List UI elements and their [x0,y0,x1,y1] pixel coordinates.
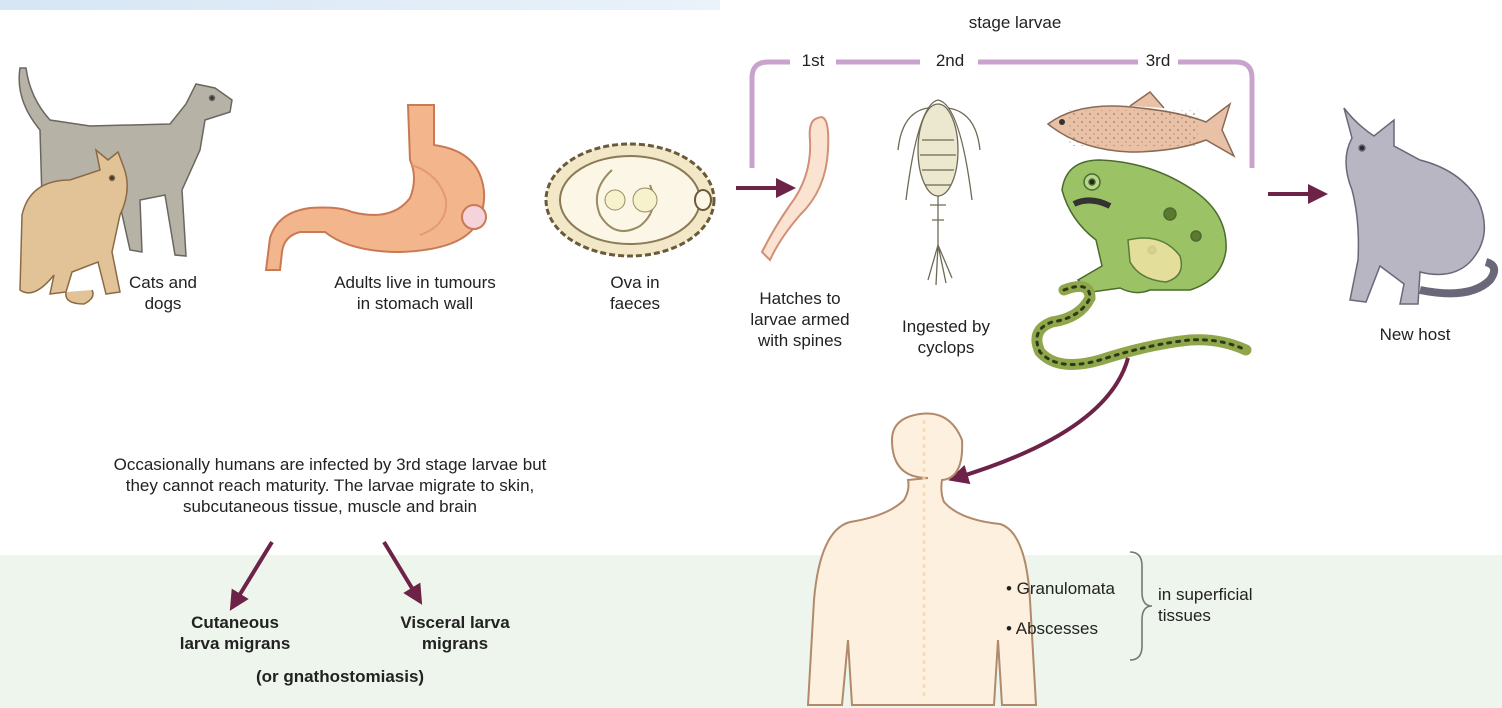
location-label: in superficial tissues [1158,584,1298,626]
ova-label: Ova in faeces [580,272,690,314]
arrow-to-cutaneous [234,542,272,604]
ingested-label: Ingested by cyclops [876,316,1016,358]
stage-title: stage larvae [955,12,1075,33]
frog-icon [1062,160,1226,293]
stage-marker-3rd: 3rd [1138,50,1178,71]
findings-brace [1130,552,1152,660]
new-host-cat-icon [1344,108,1494,304]
snake-icon [1037,286,1246,364]
stomach-icon [266,105,486,270]
human-body-icon [808,414,1036,705]
human-note: Occasionally humans are infected by 3rd … [40,454,620,517]
ovum-icon [546,144,714,256]
arrow-to-visceral [384,542,418,598]
host-label: Cats and dogs [108,272,218,314]
stage-marker-1st: 1st [790,50,836,71]
finding-granulomata: • Granulomata [1006,578,1136,599]
cyclops-icon [898,100,980,285]
new-host-label: New host [1350,324,1480,345]
finding-abscesses: • Abscesses [1006,618,1136,639]
adults-label: Adults live in tumours in stomach wall [300,272,530,314]
arrow-to-human [956,358,1128,478]
gnathostomiasis-label: (or gnathostomiasis) [220,666,460,687]
stage-marker-2nd: 2nd [924,50,976,71]
fish-icon [1048,92,1234,156]
visceral-label: Visceral larva migrans [370,612,540,654]
cutaneous-label: Cutaneous larva migrans [150,612,320,654]
hatch-label: Hatches to larvae armed with spines [730,288,870,351]
